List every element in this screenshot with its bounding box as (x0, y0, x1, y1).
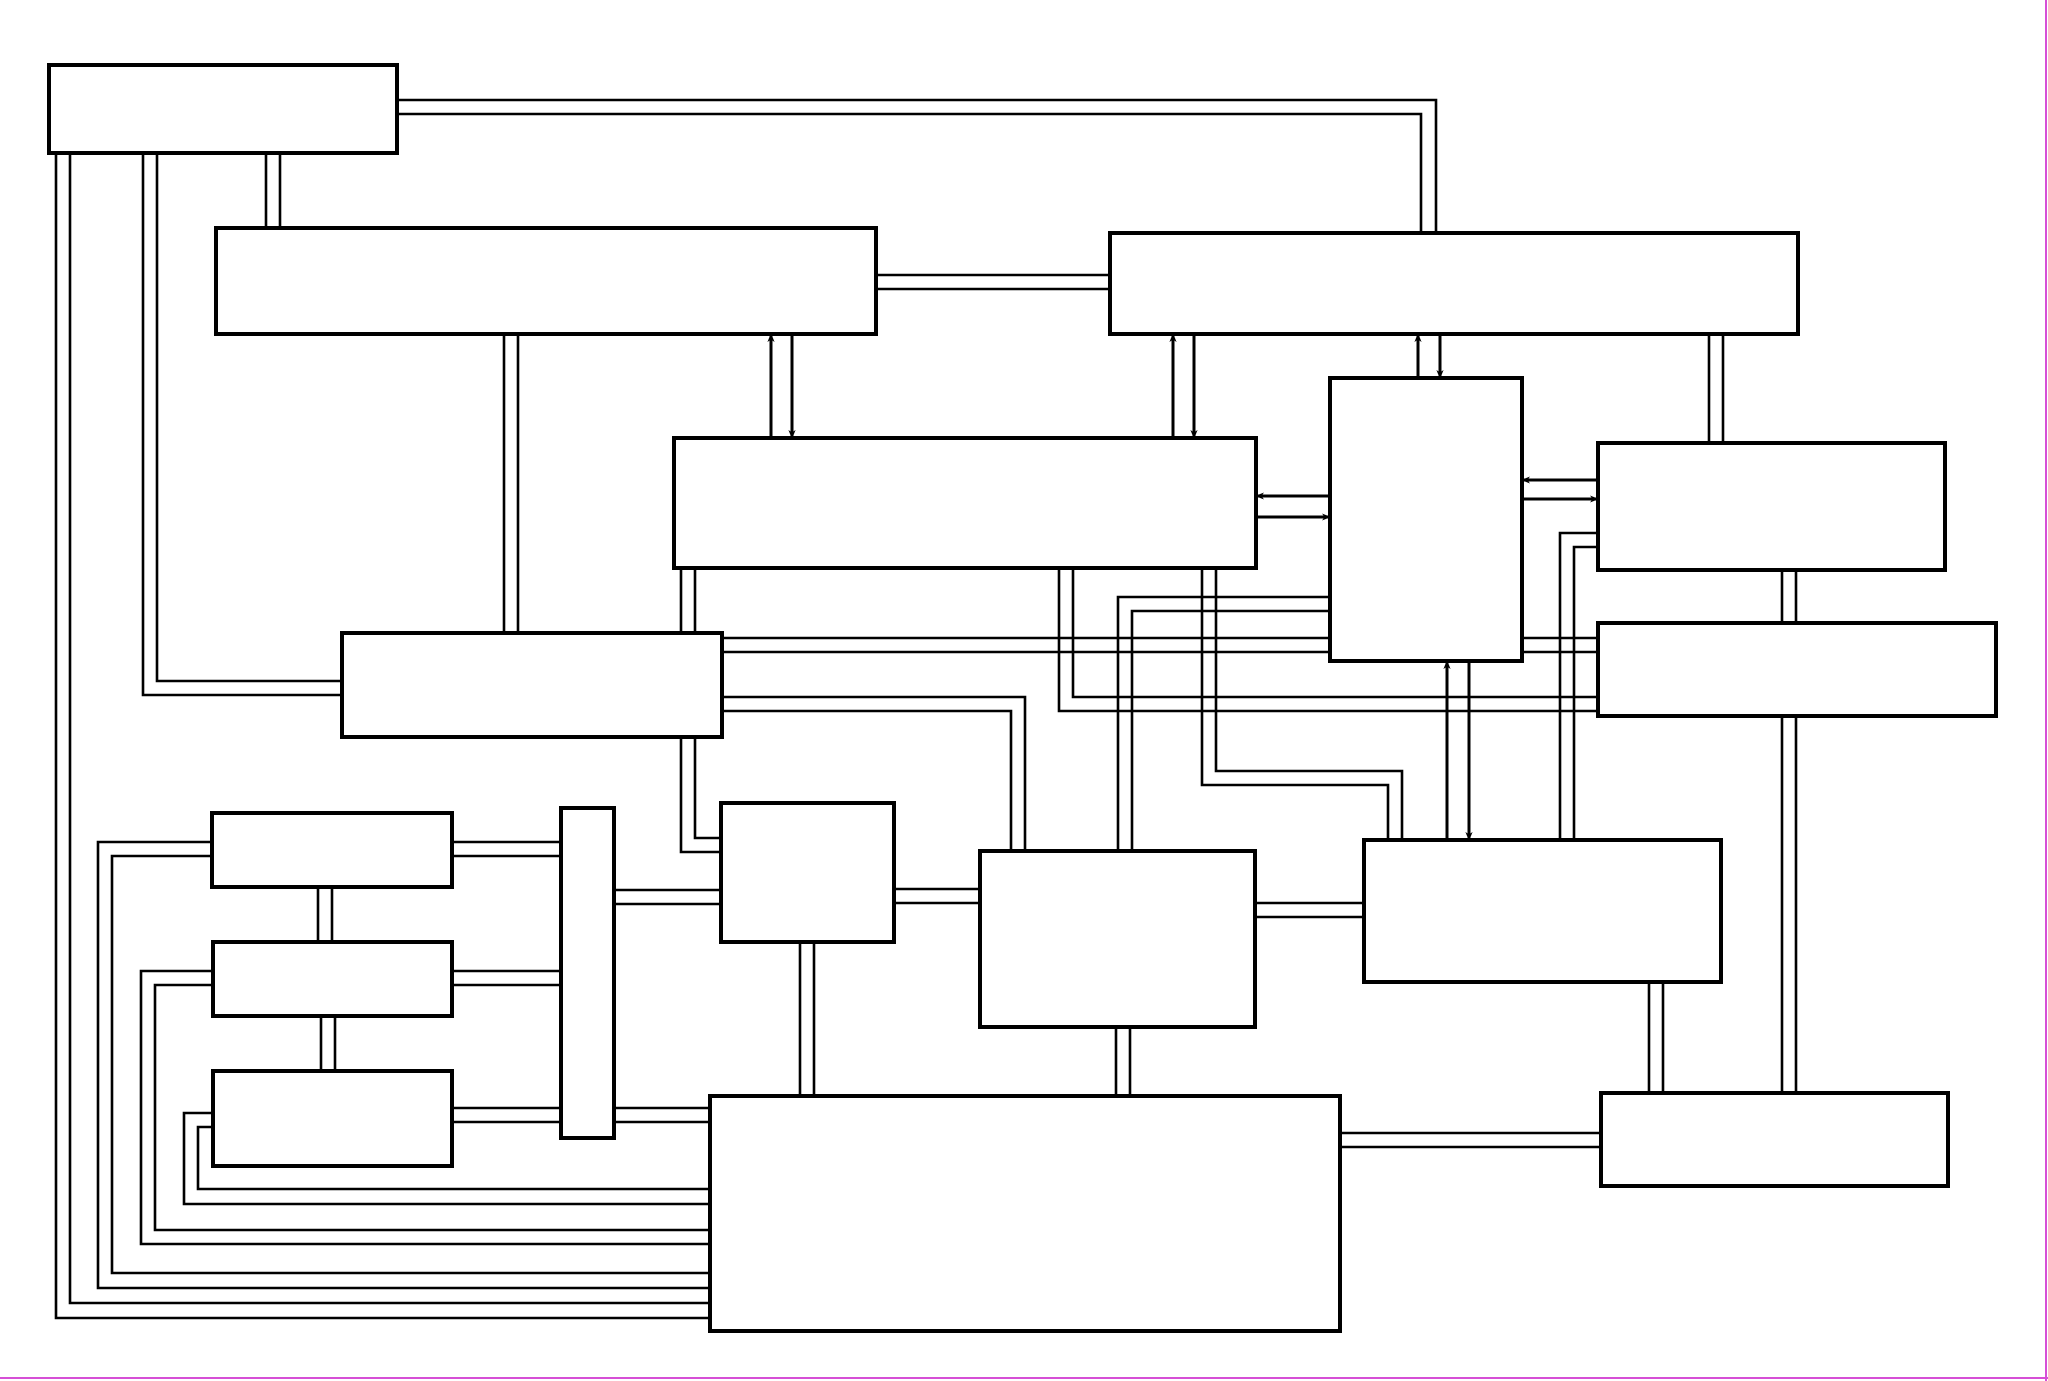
block-b17 (1599, 1091, 1950, 1188)
block-b2 (214, 226, 878, 336)
bus-b4-b10 (1214, 568, 1404, 840)
block-bar (559, 806, 616, 1140)
block-b6 (340, 631, 724, 739)
block-b11 (210, 811, 454, 889)
bus-b6-b9 (722, 709, 1013, 851)
block-b3 (1108, 231, 1800, 336)
bus-b7-b10 (1558, 531, 1598, 840)
block-b1 (47, 63, 399, 155)
bus-b12-b18 (139, 969, 710, 1246)
block-b18 (708, 1094, 1342, 1333)
bus-b7-b10 (1572, 545, 1598, 840)
bus-b4-b7 (1071, 568, 1598, 699)
blocks (47, 63, 1998, 1333)
frame-right-edge (2045, 0, 2047, 1381)
bus-b12-b18 (153, 983, 710, 1232)
bus-b1-b3 (397, 112, 1423, 233)
block-b8 (719, 801, 896, 944)
bus-b11-b18 (96, 840, 710, 1290)
arrows (767, 333, 1599, 841)
bus-b5-b9 (1130, 609, 1330, 851)
bus-b4-b10 (1200, 568, 1390, 840)
bus-b4-b7 (1057, 568, 1598, 713)
bus-b1-b3 (397, 98, 1438, 233)
frame-bottom-edge (0, 1377, 2048, 1379)
bus-b11-b18 (110, 854, 710, 1275)
bus-b6-b9 (722, 695, 1027, 851)
bus-b13-b18 (196, 1125, 710, 1191)
bus-b5-b9 (1116, 595, 1330, 851)
bus-b1-b18 (54, 153, 710, 1320)
bus-b1-b6 (155, 153, 342, 683)
block-b4 (672, 436, 1258, 570)
bus-b13-b18 (182, 1111, 710, 1206)
block-b13 (211, 1069, 454, 1168)
block-b5 (1328, 376, 1524, 663)
block-b12 (211, 940, 454, 1018)
block-b9 (978, 849, 1257, 1029)
block-b10 (1362, 838, 1723, 984)
bus-b1-b6 (141, 153, 342, 697)
block-b7 (1596, 621, 1998, 718)
connector-lines (54, 98, 1798, 1320)
bus-b1-b18 (68, 153, 710, 1305)
block-b6r (1596, 441, 1947, 572)
